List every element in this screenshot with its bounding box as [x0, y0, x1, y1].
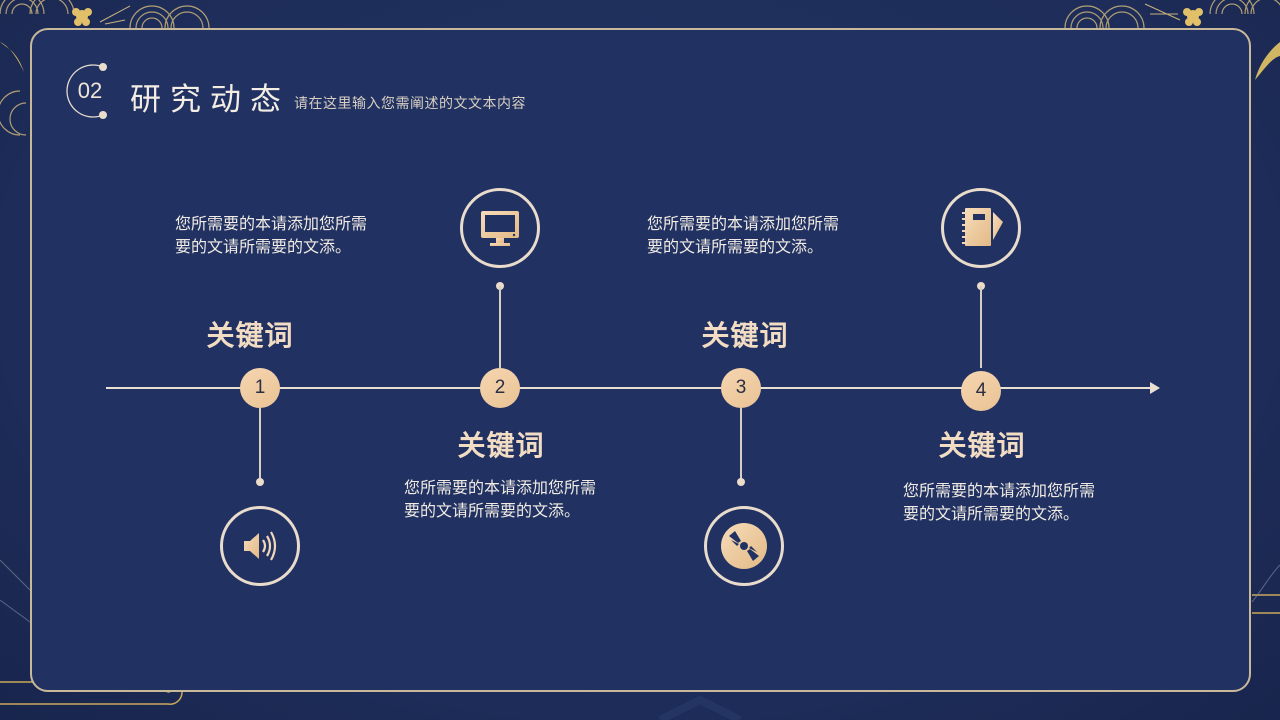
- timeline-axis: [106, 387, 1154, 389]
- speaker-icon: [244, 531, 277, 561]
- monitor-icon: [481, 211, 519, 246]
- item-4-keyword: 关键词: [938, 429, 1026, 462]
- item-3-stem: [740, 408, 742, 482]
- item-4-description: 您所需要的本请添加您所需要的文请所需要的文添。: [903, 481, 1096, 523]
- timeline-arrow-icon: [1150, 382, 1160, 394]
- item-1-keyword: 关键词: [206, 319, 294, 352]
- item-1-stem-dot: [256, 478, 264, 486]
- item-4-stem: [980, 286, 982, 368]
- item-4-icon-ring[interactable]: [941, 188, 1021, 268]
- decorative-wave-pattern-top-right: [1064, 0, 1280, 80]
- item-3-keyword: 关键词: [701, 319, 789, 352]
- content-panel: [30, 28, 1251, 692]
- notebook-icon: [962, 208, 1003, 246]
- item-2-description: 您所需要的本请添加您所需要的文请所需要的文添。: [404, 478, 597, 520]
- section-number: 02: [77, 78, 103, 103]
- item-3-icon-ring[interactable]: [704, 506, 784, 586]
- item-3-description: 您所需要的本请添加您所需要的文请所需要的文添。: [647, 214, 840, 256]
- item-3-stem-dot: [737, 478, 745, 486]
- decorative-wave-pattern-top-left: [0, 0, 210, 136]
- item-2-icon-ring[interactable]: [460, 188, 540, 268]
- item-1-node[interactable]: 1: [240, 368, 280, 408]
- item-2-stem: [499, 286, 501, 368]
- item-4-node[interactable]: 4: [961, 371, 1001, 411]
- item-1-stem: [259, 408, 261, 482]
- item-1-description: 您所需要的本请添加您所需要的文请所需要的文添。: [175, 214, 368, 256]
- item-3-node[interactable]: 3: [721, 368, 761, 408]
- page-title: 研究动态: [130, 82, 290, 118]
- item-2-keyword: 关键词: [457, 429, 545, 462]
- page-subtitle: 请在这里输入您需阐述的文文本内容: [294, 96, 526, 112]
- disc-icon: [721, 523, 767, 569]
- section-number-ring-icon: [66, 63, 107, 119]
- item-2-node[interactable]: 2: [480, 368, 520, 408]
- item-1-icon-ring[interactable]: [220, 506, 300, 586]
